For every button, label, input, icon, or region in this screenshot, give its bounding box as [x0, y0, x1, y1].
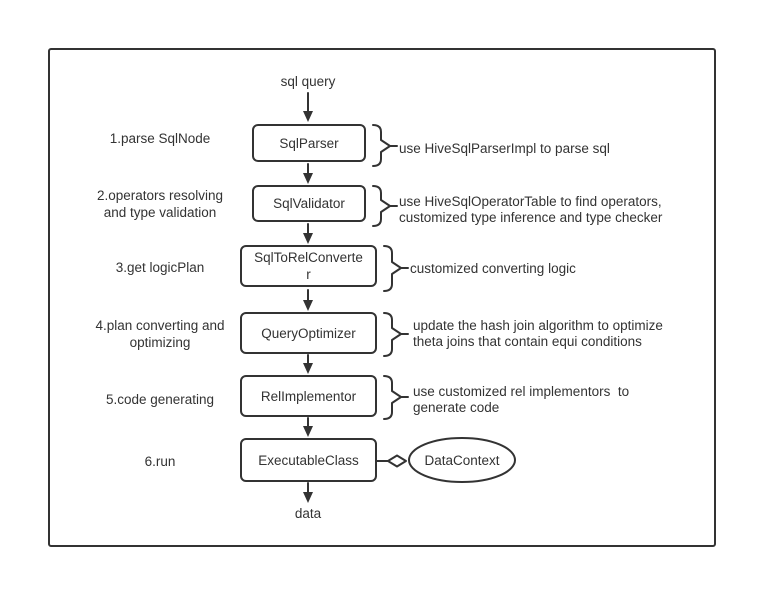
- curly-brace-icon-1: [372, 124, 398, 167]
- flow-arrow-5: [303, 354, 313, 374]
- step-label-4: 4.plan converting and optimizing: [95, 318, 225, 350]
- source-label: sql query: [280, 74, 336, 89]
- annotation-3: customized converting logic: [410, 261, 576, 276]
- node-sqlvalidator: SqlValidator: [252, 185, 366, 222]
- step-label-2: 2.operators resolving and type validatio…: [96, 188, 224, 220]
- node-sqlparser-label: SqlParser: [279, 135, 339, 151]
- curly-brace-icon-3: [383, 245, 409, 292]
- curly-brace-icon-5: [383, 375, 409, 420]
- node-queryoptimizer-label: QueryOptimizer: [261, 325, 356, 341]
- step-label-3: 3.get logicPlan: [115, 260, 205, 275]
- datacontext-ellipse: [408, 437, 516, 483]
- node-sqlparser: SqlParser: [252, 124, 366, 162]
- node-executableclass-label: ExecutableClass: [258, 452, 359, 468]
- datacontext-label: DataContext: [424, 453, 500, 468]
- step-label-1: 1.parse SqlNode: [109, 131, 211, 146]
- aggregation-diamond-icon: [387, 454, 407, 468]
- node-sqltorelconverter-label: SqlToRelConverte r: [254, 250, 363, 282]
- node-executableclass: ExecutableClass: [240, 438, 377, 482]
- flow-arrow-7: [303, 482, 313, 503]
- curly-brace-icon-2: [372, 185, 398, 227]
- flow-arrow-1: [303, 92, 313, 122]
- annotation-2: use HiveSqlOperatorTable to find operato…: [399, 194, 663, 225]
- flow-arrow-2: [303, 163, 313, 184]
- diagram-border: [48, 48, 716, 547]
- node-queryoptimizer: QueryOptimizer: [240, 312, 377, 354]
- flow-arrow-3: [303, 223, 313, 244]
- curly-brace-icon-4: [383, 312, 409, 357]
- step-label-6: 6.run: [144, 454, 176, 469]
- step-label-5: 5.code generating: [105, 392, 215, 407]
- output-label: data: [294, 506, 322, 521]
- node-sqlvalidator-label: SqlValidator: [273, 196, 345, 211]
- annotation-5: use customized rel implementors to gener…: [413, 384, 630, 415]
- annotation-1: use HiveSqlParserImpl to parse sql: [399, 141, 610, 156]
- flow-arrow-4: [303, 289, 313, 311]
- node-relimplementor-label: RelImplementor: [260, 388, 357, 404]
- flow-arrow-6: [303, 417, 313, 437]
- annotation-4: update the hash join algorithm to optimi…: [413, 318, 663, 349]
- node-relimplementor: RelImplementor: [240, 375, 377, 417]
- node-sqltorelconverter: SqlToRelConverte r: [240, 245, 377, 287]
